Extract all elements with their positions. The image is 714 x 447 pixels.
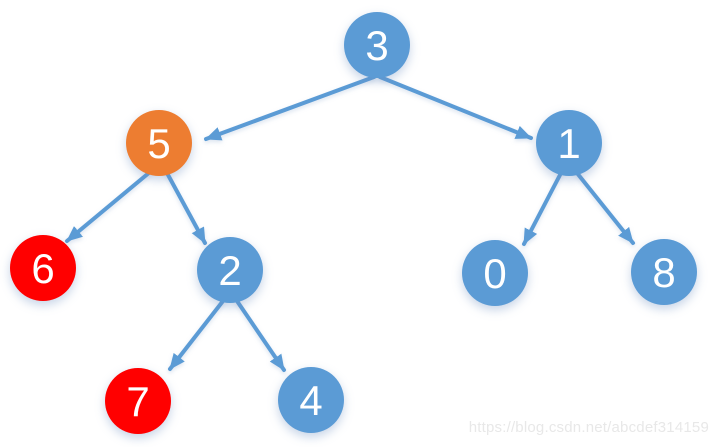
node-label-7: 7 bbox=[126, 378, 149, 425]
node-circle-8 bbox=[631, 239, 697, 305]
node-label-3: 3 bbox=[365, 22, 388, 69]
edge-3-5 bbox=[204, 75, 376, 141]
node-circle-3 bbox=[344, 12, 410, 78]
node-label-0: 0 bbox=[483, 250, 506, 297]
node-circle-0 bbox=[462, 240, 528, 306]
tree-node-1: 1 bbox=[536, 110, 602, 176]
watermark-text: https://blog.csdn.net/abcdef314159 bbox=[468, 419, 709, 436]
edge-2-4 bbox=[235, 299, 286, 372]
tree-node-6: 6 bbox=[10, 235, 76, 301]
node-label-1: 1 bbox=[557, 120, 580, 167]
node-circle-1 bbox=[536, 110, 602, 176]
node-circle-2 bbox=[197, 237, 263, 303]
tree-node-3: 3 bbox=[344, 12, 410, 78]
node-circle-6 bbox=[10, 235, 76, 301]
tree-node-8: 8 bbox=[631, 239, 697, 305]
tree-edges bbox=[65, 75, 635, 372]
tree-node-4: 4 bbox=[278, 367, 344, 433]
tree-node-0: 0 bbox=[462, 240, 528, 306]
edge-1-0 bbox=[522, 171, 563, 246]
edge-1-8 bbox=[575, 171, 635, 245]
node-label-6: 6 bbox=[31, 245, 54, 292]
node-label-5: 5 bbox=[147, 120, 170, 167]
tree-node-7: 7 bbox=[105, 368, 171, 434]
edge-3-1 bbox=[378, 75, 533, 140]
node-circle-7 bbox=[105, 368, 171, 434]
edge-5-6 bbox=[65, 170, 152, 243]
edge-2-7 bbox=[168, 299, 225, 371]
tree-node-5: 5 bbox=[126, 110, 192, 176]
tree-node-2: 2 bbox=[197, 237, 263, 303]
node-label-2: 2 bbox=[218, 247, 241, 294]
edge-5-2 bbox=[165, 171, 207, 245]
node-label-8: 8 bbox=[652, 249, 675, 296]
node-circle-5 bbox=[126, 110, 192, 176]
node-label-4: 4 bbox=[299, 377, 322, 424]
node-circle-4 bbox=[278, 367, 344, 433]
